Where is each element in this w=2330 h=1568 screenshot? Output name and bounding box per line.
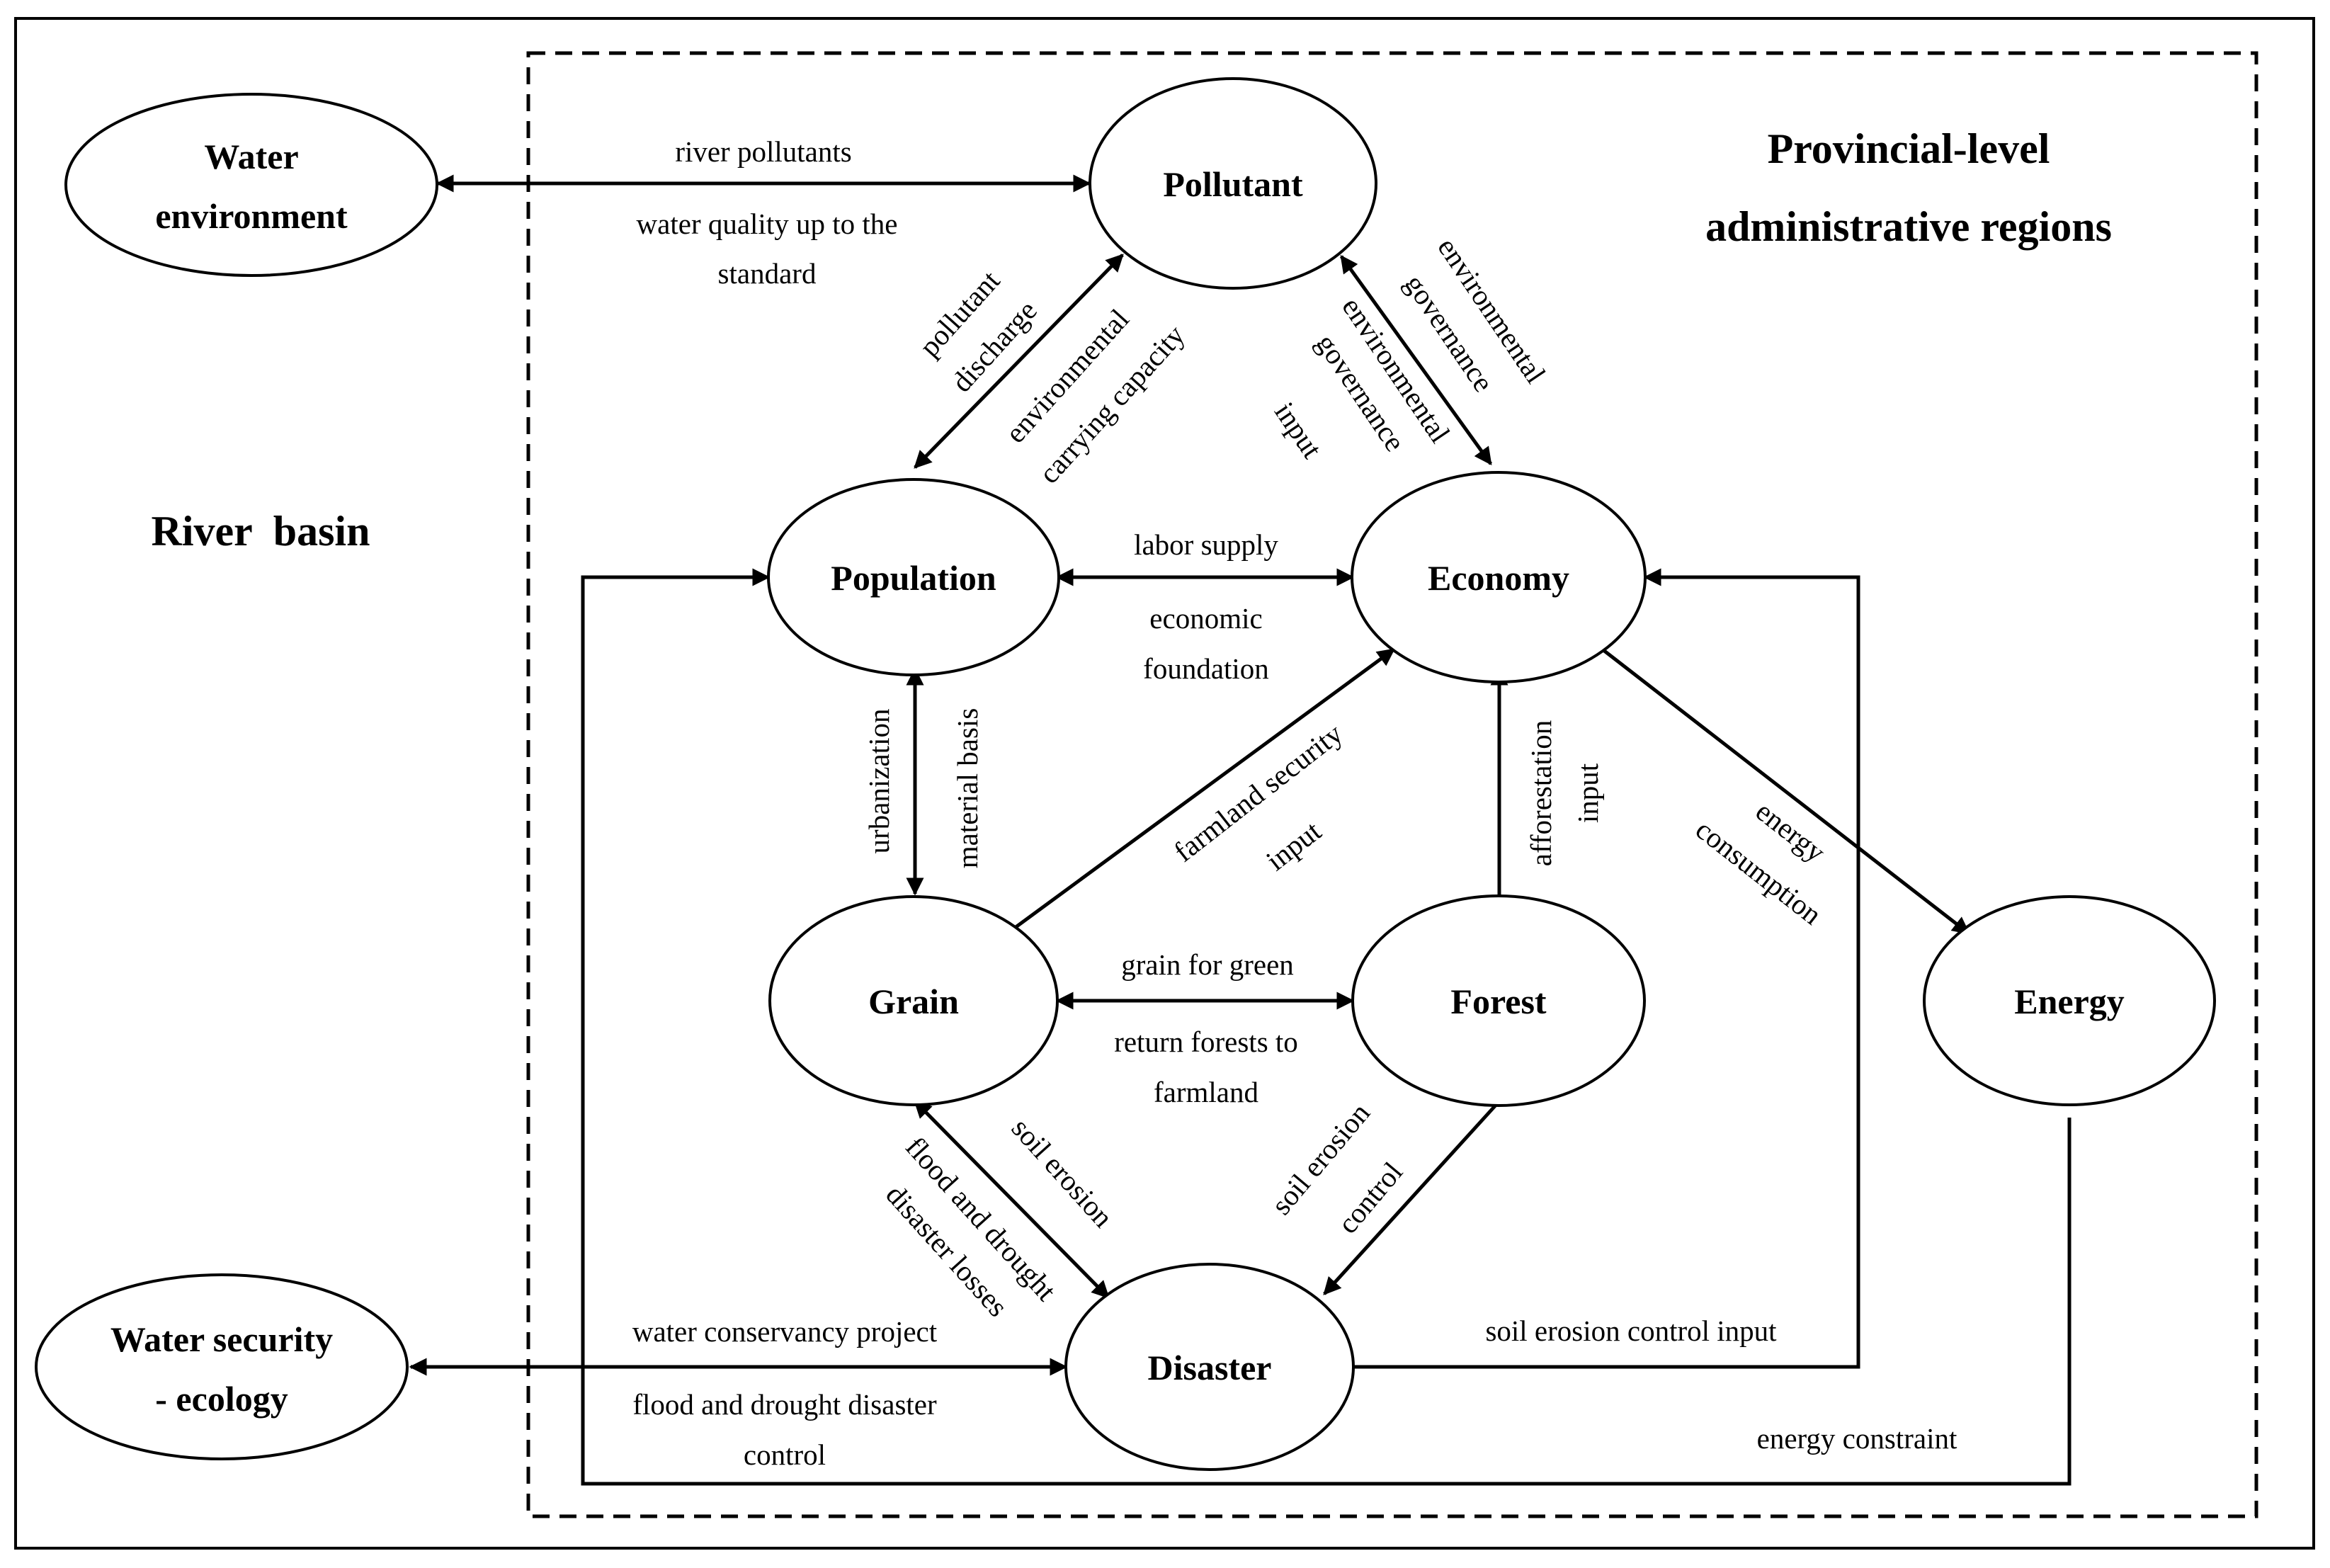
node-water-environment: Water environment	[64, 93, 438, 277]
disaster-label: Disaster	[1148, 1348, 1272, 1387]
pollutant-ellipse	[1089, 77, 1377, 290]
outer-frame	[14, 17, 2315, 1550]
label-return-forests-line2: farmland	[1154, 1076, 1258, 1108]
energy-ellipse	[1923, 895, 2216, 1106]
label-economic-foundation-line2: foundation	[1143, 652, 1269, 685]
node-population: Population	[767, 478, 1060, 676]
label-grain-for-green: grain for green	[1121, 948, 1294, 981]
label-flood-control-line1: flood and drought disaster	[632, 1388, 937, 1421]
edges	[409, 174, 2072, 1486]
edge-grain-economy	[1013, 647, 1396, 930]
label-env-governance-input-line3: input	[1268, 396, 1329, 464]
water-security-label-line1: Water security	[110, 1319, 333, 1359]
energy-label: Energy	[2014, 982, 2125, 1021]
label-water-quality-line1: water quality up to the	[637, 208, 898, 240]
node-pollutant: Pollutant	[1089, 77, 1377, 290]
water-environment-label-line2: environment	[155, 196, 348, 236]
label-economic-foundation-line1: economic	[1149, 602, 1262, 635]
edge-forest-disaster	[1323, 1100, 1501, 1295]
label-afforestation-line2: input	[1572, 763, 1604, 823]
population-label: Population	[831, 558, 996, 598]
edge-labels: river pollutants water quality up to the…	[632, 135, 1957, 1471]
label-labor-supply: labor supply	[1134, 528, 1278, 561]
provincial-region-boundary	[526, 51, 2258, 1518]
label-flood-control-line2: control	[744, 1438, 826, 1471]
node-economy: Economy	[1351, 471, 1647, 683]
node-grain: Grain	[768, 895, 1059, 1106]
edge-pollutant-population	[914, 254, 1124, 469]
label-soil-erosion: soil erosion	[1006, 1112, 1120, 1234]
water-security-label-line2: - ecology	[155, 1379, 288, 1419]
provincial-title-line1: Provincial-level	[1768, 125, 2050, 172]
water-environment-label-line1: Water	[204, 137, 298, 176]
label-farmland-security-line1: farmland security	[1168, 717, 1349, 868]
forest-label: Forest	[1450, 982, 1546, 1021]
river-basin-title: River basin	[152, 508, 370, 555]
label-energy-constraint: energy constraint	[1757, 1422, 1957, 1455]
node-water-security: Water security - ecology	[35, 1273, 409, 1460]
economy-ellipse	[1351, 471, 1647, 683]
node-energy: Energy	[1923, 895, 2216, 1106]
label-farmland-security-line2: input	[1260, 814, 1327, 877]
water-environment-ellipse	[64, 93, 438, 277]
edge-disaster-economy	[1354, 568, 1860, 1369]
label-urbanization: urbanization	[863, 709, 895, 854]
node-forest: Forest	[1351, 894, 1646, 1107]
edge-grain-disaster	[914, 1100, 1110, 1299]
edge-energy-population	[581, 568, 2072, 1486]
grain-label: Grain	[868, 982, 959, 1021]
label-afforestation-line1: afforestation	[1525, 720, 1557, 866]
disaster-ellipse	[1064, 1263, 1355, 1471]
node-disaster: Disaster	[1064, 1263, 1355, 1471]
label-soil-erosion-control-line2: control	[1331, 1156, 1409, 1240]
label-material-basis: material basis	[951, 708, 984, 869]
pollutant-label: Pollutant	[1163, 164, 1303, 204]
label-river-pollutants: river pollutants	[675, 135, 851, 168]
population-ellipse	[767, 478, 1060, 676]
label-water-quality-line2: standard	[718, 257, 817, 290]
label-soil-erosion-control-input: soil erosion control input	[1485, 1314, 1777, 1347]
water-security-ellipse	[35, 1273, 409, 1460]
edge-pollutant-economy	[1339, 254, 1493, 466]
forest-ellipse	[1351, 894, 1646, 1107]
grain-ellipse	[768, 895, 1059, 1106]
label-return-forests-line1: return forests to	[1114, 1026, 1298, 1058]
provincial-title-line2: administrative regions	[1705, 203, 2112, 250]
label-water-conservancy: water conservancy project	[632, 1315, 938, 1348]
edge-economy-energy	[1602, 649, 1970, 935]
nodes: Water environment Pollutant Population E…	[35, 77, 2216, 1471]
economy-label: Economy	[1428, 558, 1569, 598]
